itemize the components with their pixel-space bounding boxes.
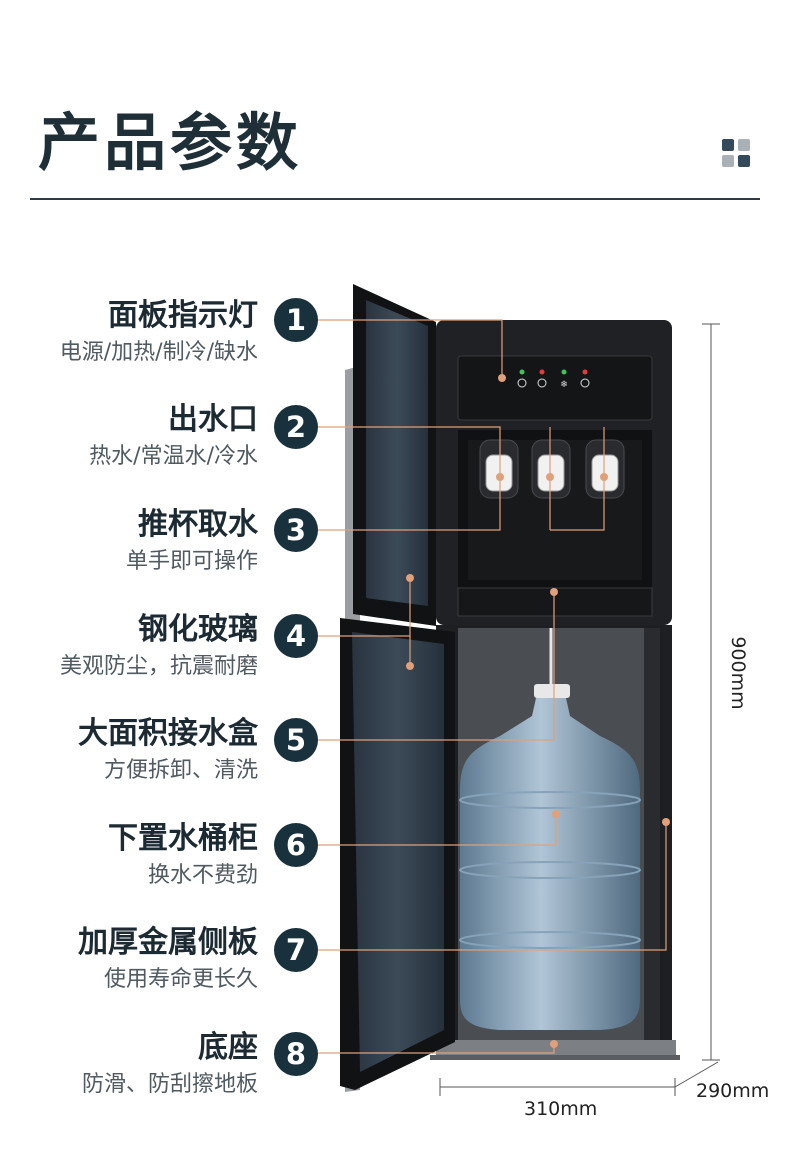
feature-title: 推杯取水 bbox=[138, 507, 258, 542]
feature-subtitle: 单手即可操作 bbox=[125, 549, 258, 574]
feature-title: 大面积接水盒 bbox=[78, 716, 258, 751]
height-dimension-label: 900mm bbox=[727, 636, 749, 710]
grid-menu-icon[interactable] bbox=[722, 139, 752, 169]
feature-subtitle: 美观防尘，抗震耐磨 bbox=[59, 654, 258, 679]
feature-subtitle: 电源/加热/制冷/缺水 bbox=[59, 340, 258, 365]
feature-title: 下置水桶柜 bbox=[108, 821, 258, 856]
feature-number-badge: 6 bbox=[274, 823, 318, 867]
feature-subtitle: 防滑、防刮擦地板 bbox=[81, 1072, 258, 1097]
feature-number-badge: 3 bbox=[274, 508, 318, 552]
svg-text:❄: ❄ bbox=[560, 380, 568, 390]
width-dimension-label: 310mm bbox=[524, 1098, 598, 1120]
feature-title: 钢化玻璃 bbox=[138, 612, 258, 647]
feature-5: 大面积接水盒 方便拆卸、清洗 bbox=[0, 716, 258, 786]
feature-title: 底座 bbox=[198, 1030, 258, 1065]
feature-1: 面板指示灯 电源/加热/制冷/缺水 bbox=[0, 298, 258, 368]
feature-subtitle: 换水不费劲 bbox=[147, 863, 258, 888]
feature-number-badge: 2 bbox=[274, 405, 318, 449]
depth-dimension-label: 290mm bbox=[696, 1080, 770, 1102]
feature-title: 出水口 bbox=[168, 402, 258, 437]
feature-number-badge: 5 bbox=[274, 718, 318, 762]
feature-number-badge: 8 bbox=[274, 1032, 318, 1076]
title-divider bbox=[30, 198, 760, 200]
feature-number-badge: 1 bbox=[274, 298, 318, 342]
feature-title: 加厚金属侧板 bbox=[78, 925, 258, 960]
feature-number-badge: 7 bbox=[274, 928, 318, 972]
feature-subtitle: 热水/常温水/冷水 bbox=[89, 444, 258, 469]
feature-subtitle: 方便拆卸、清洗 bbox=[103, 758, 258, 783]
feature-2: 出水口 热水/常温水/冷水 bbox=[0, 402, 258, 472]
page-title: 产品参数 bbox=[38, 106, 303, 179]
feature-6: 下置水桶柜 换水不费劲 bbox=[0, 821, 258, 891]
feature-3: 推杯取水 单手即可操作 bbox=[0, 507, 258, 577]
feature-number-badge: 4 bbox=[274, 614, 318, 658]
feature-4: 钢化玻璃 美观防尘，抗震耐磨 bbox=[0, 612, 258, 682]
feature-title: 面板指示灯 bbox=[108, 298, 258, 333]
feature-subtitle: 使用寿命更长久 bbox=[103, 967, 258, 992]
feature-8: 底座 防滑、防刮擦地板 bbox=[0, 1030, 258, 1100]
feature-7: 加厚金属侧板 使用寿命更长久 bbox=[0, 925, 258, 995]
